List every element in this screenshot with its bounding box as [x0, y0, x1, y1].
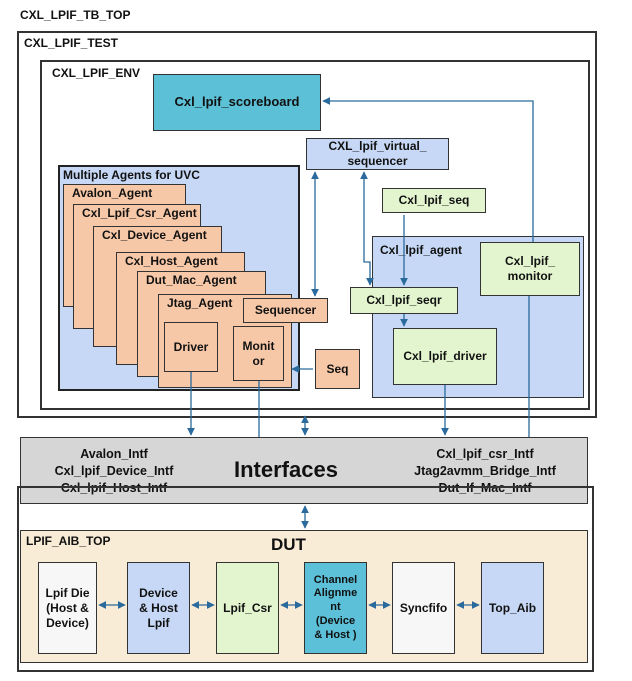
interfaces-left-list: Avalon_Intf Cxl_lpif_Device_Intf Cxl_lpi…	[54, 447, 174, 495]
lower-outer-box	[17, 486, 594, 672]
dut-block-device-host-lpif: Device & Host Lpif	[127, 562, 190, 654]
interfaces-right-list: Cxl_lpif_csr_Intf Jtag2avmm_Bridge_Intf …	[414, 447, 556, 495]
test-label: CXL_LPIF_TEST	[24, 36, 119, 50]
multi-agents-title: Multiple Agents for UVC	[63, 168, 200, 182]
lpif-aib-top-label: LPIF_AIB_TOP	[26, 534, 111, 548]
dut-block-channel-alignment: Channel Alignme nt (Device & Host )	[304, 562, 367, 654]
dut-block-lpif-die: Lpif Die (Host & Device)	[38, 562, 97, 654]
dut-block-top-aib: Top_Aib	[481, 562, 544, 654]
dut-title: DUT	[271, 535, 306, 554]
lpif-seqr: Cxl_lpif_seqr	[350, 287, 458, 314]
wire-vseq-to-lpif-seqr	[360, 171, 374, 286]
dut-block-syncfifo: Syncfifo	[392, 562, 455, 654]
wire-lpif-monitor-to-scoreboard	[322, 97, 534, 242]
env-label: CXL_LPIF_ENV	[52, 66, 141, 80]
interfaces-title: Interfaces	[234, 457, 338, 482]
agent-seq: Seq	[315, 349, 360, 389]
lpif-agent-title: Cxl_lpif_agent	[380, 243, 463, 257]
interfaces-block	[20, 437, 588, 504]
lpif-driver: Cxl_lpif_driver	[393, 328, 497, 385]
lpif-seq: Cxl_lpif_seq	[382, 188, 486, 213]
env-container	[40, 60, 590, 410]
agent-sequencer: Sequencer	[243, 298, 328, 323]
agent-driver: Driver	[164, 322, 218, 372]
dut-block-lpif-csr: Lpif_Csr	[216, 562, 279, 654]
scoreboard: Cxl_lpif_scoreboard	[153, 74, 321, 131]
tb-top-label: CXL_LPIF_TB_TOP	[20, 8, 131, 22]
lpif-monitor: Cxl_lpif_ monitor	[480, 242, 580, 296]
virtual-sequencer: CXL_lpif_virtual_ sequencer	[306, 138, 449, 170]
agent-monitor: Monit or	[233, 326, 284, 381]
